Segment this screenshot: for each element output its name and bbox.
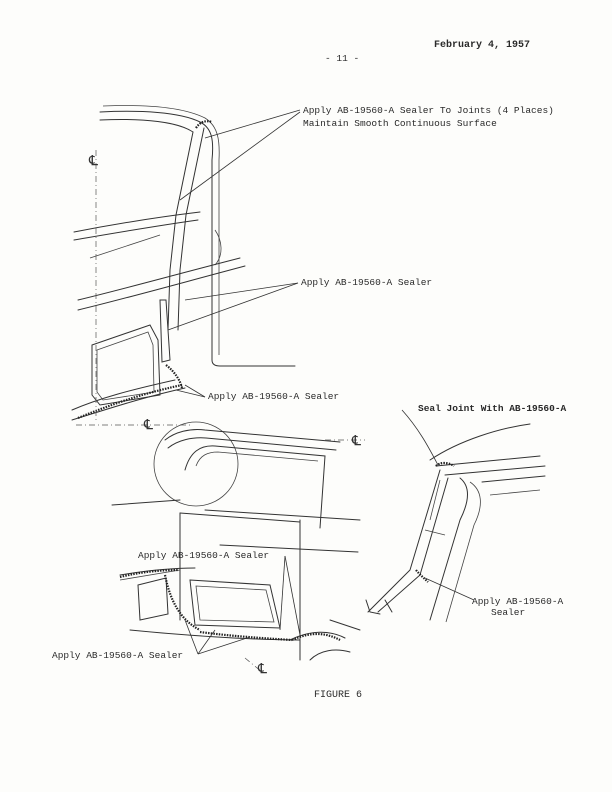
centerline-mark: ℄ — [257, 661, 267, 677]
callout-joints-line1: Apply AB-19560-A Sealer To Joints (4 Pla… — [303, 105, 554, 116]
document-date: February 4, 1957 — [434, 40, 531, 51]
callout-bottom-left-sealer: Apply AB-19560-A Sealer — [52, 650, 184, 661]
callout-right-sealer-line1: Apply AB-19560-A — [472, 596, 564, 607]
page-number: - 11 - — [325, 53, 360, 64]
callout-upper-sealer: Apply AB-19560-A Sealer — [301, 277, 433, 288]
callout-lower-sealer: Apply AB-19560-A Sealer — [208, 391, 340, 402]
callout-right-sealer-line2: Sealer — [491, 607, 526, 618]
centerline-mark: ℄ — [351, 433, 361, 449]
callout-middle-sealer: Apply AB-19560-A Sealer — [138, 550, 270, 561]
upper-quarter-drawing: ℄ ℄ — [71, 105, 301, 433]
centerline-mark: ℄ — [143, 417, 153, 433]
figure-caption: FIGURE 6 — [314, 690, 363, 701]
centerline-mark: ℄ — [88, 153, 98, 169]
lower-right-drawing — [365, 409, 546, 623]
callout-seal-joint: Seal Joint With AB-19560-A — [418, 403, 567, 414]
detail-circle — [153, 421, 239, 507]
lower-left-drawing: ℄ ℄ — [111, 421, 365, 677]
callout-joints-line2: Maintain Smooth Continuous Surface — [303, 118, 497, 129]
